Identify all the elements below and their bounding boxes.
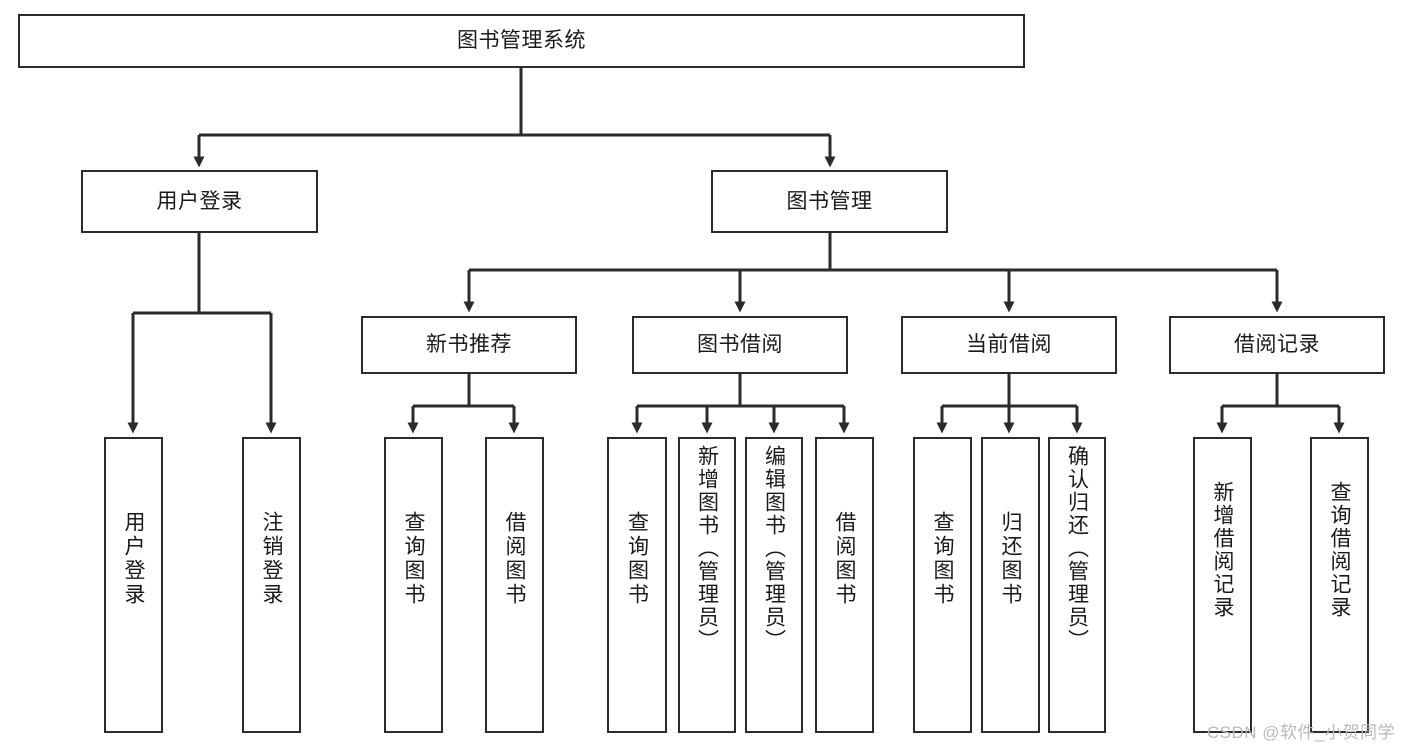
node-leaf-query-book-3[interactable]: 查询图书: [913, 437, 972, 733]
node-leaf-borrow-book-1[interactable]: 借阅图书: [485, 437, 544, 733]
node-leaf-user-login[interactable]: 用户登录: [104, 437, 163, 733]
node-leaf-borrow-book-2-label: 借阅图书: [833, 511, 856, 607]
node-root[interactable]: 图书管理系统: [18, 14, 1025, 68]
node-book-borrow-label: 图书借阅: [697, 333, 783, 357]
node-leaf-edit-book-label: 编辑图书（管理员）: [762, 445, 786, 652]
node-leaf-query-book-3-label: 查询图书: [931, 511, 954, 607]
node-book-manage-label: 图书管理: [786, 189, 873, 213]
node-leaf-add-record-label: 新增借阅记录: [1211, 481, 1234, 619]
node-leaf-return-book-label: 归还图书: [999, 511, 1022, 607]
node-leaf-confirm-return-label: 确认归还（管理员）: [1065, 445, 1089, 652]
node-book-borrow[interactable]: 图书借阅: [632, 316, 848, 374]
node-leaf-add-book-label: 新增图书（管理员）: [695, 445, 719, 652]
node-new-book-rec-label: 新书推荐: [426, 333, 512, 357]
node-leaf-logout[interactable]: 注销登录: [242, 437, 301, 733]
node-book-manage[interactable]: 图书管理: [711, 170, 948, 233]
node-leaf-confirm-return[interactable]: 确认归还（管理员）: [1048, 437, 1106, 733]
node-current-borrow[interactable]: 当前借阅: [901, 316, 1117, 374]
node-leaf-query-book-1-label: 查询图书: [402, 511, 425, 607]
node-leaf-query-book-1[interactable]: 查询图书: [384, 437, 443, 733]
node-leaf-add-book[interactable]: 新增图书（管理员）: [678, 437, 736, 733]
node-leaf-logout-label: 注销登录: [260, 511, 283, 607]
node-leaf-borrow-book-2[interactable]: 借阅图书: [815, 437, 874, 733]
node-current-borrow-label: 当前借阅: [966, 333, 1052, 357]
node-root-label: 图书管理系统: [457, 29, 586, 53]
node-user-login-label: 用户登录: [156, 189, 243, 213]
node-new-book-rec[interactable]: 新书推荐: [361, 316, 577, 374]
node-borrow-record-label: 借阅记录: [1234, 333, 1320, 357]
node-leaf-query-book-2-label: 查询图书: [625, 511, 649, 607]
node-user-login[interactable]: 用户登录: [81, 170, 318, 233]
node-leaf-add-record[interactable]: 新增借阅记录: [1193, 437, 1252, 733]
node-leaf-return-book[interactable]: 归还图书: [981, 437, 1040, 733]
node-leaf-edit-book[interactable]: 编辑图书（管理员）: [745, 437, 803, 733]
node-leaf-user-login-label: 用户登录: [122, 511, 145, 607]
node-borrow-record[interactable]: 借阅记录: [1169, 316, 1385, 374]
node-leaf-borrow-book-1-label: 借阅图书: [503, 511, 526, 607]
node-leaf-query-record[interactable]: 查询借阅记录: [1310, 437, 1369, 733]
node-leaf-query-record-label: 查询借阅记录: [1328, 481, 1351, 619]
node-leaf-query-book-2[interactable]: 查询图书: [607, 437, 667, 733]
